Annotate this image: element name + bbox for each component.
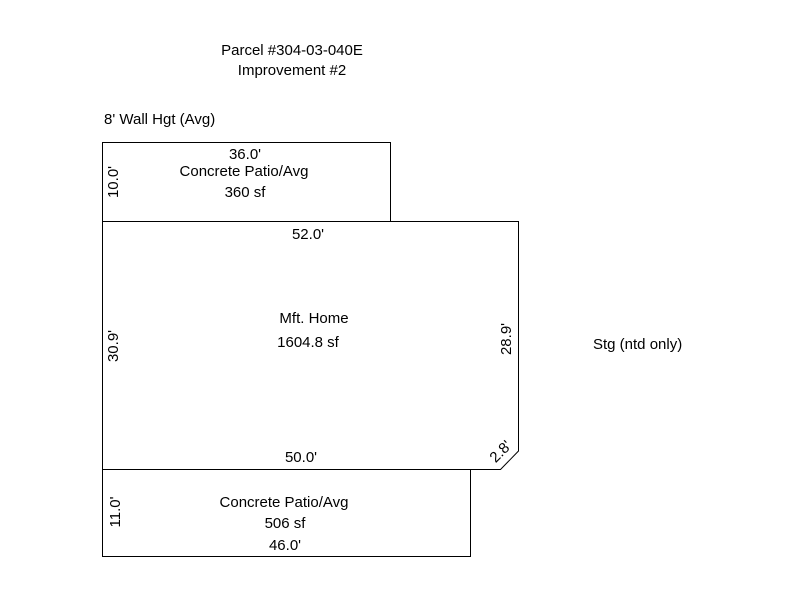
home-bottom-label: 50.0' bbox=[285, 449, 317, 466]
home-outline bbox=[102, 221, 519, 470]
home-corner-label: 2.8' bbox=[486, 437, 515, 466]
bottom-patio-width-label: 46.0' bbox=[269, 537, 301, 554]
top-patio-depth-label: 10.0' bbox=[105, 166, 122, 198]
wall-height-note: 8' Wall Hgt (Avg) bbox=[104, 111, 215, 128]
bottom-patio-area: 506 sf bbox=[265, 515, 307, 532]
top-patio-area: 360 sf bbox=[225, 184, 267, 201]
home-name: Mft. Home bbox=[279, 310, 348, 327]
storage-note: Stg (ntd only) bbox=[593, 336, 682, 353]
bottom-patio-name: Concrete Patio/Avg bbox=[220, 494, 349, 511]
home-left-label: 30.9' bbox=[105, 330, 122, 362]
top-patio-width-label: 36.0' bbox=[229, 146, 261, 163]
improvement-title: Improvement #2 bbox=[238, 62, 346, 79]
bottom-patio-depth-label: 11.0' bbox=[107, 496, 124, 527]
parcel-title: Parcel #304-03-040E bbox=[221, 42, 363, 59]
home-top-label: 52.0' bbox=[292, 226, 324, 243]
home-right-label: 28.9' bbox=[498, 323, 515, 355]
top-patio-name: Concrete Patio/Avg bbox=[180, 163, 309, 180]
home-area: 1604.8 sf bbox=[277, 334, 340, 351]
bottom-patio-outline bbox=[102, 469, 471, 557]
